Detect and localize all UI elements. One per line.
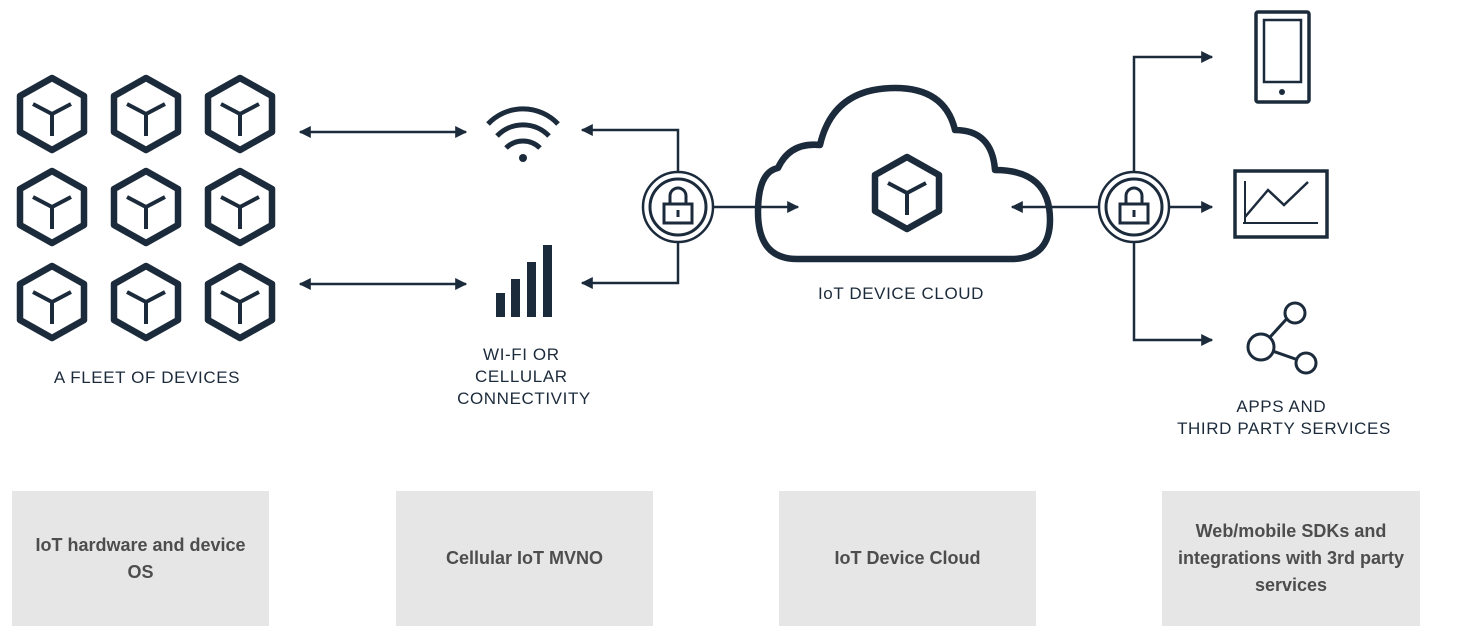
category-box-label: IoT hardware and device OS <box>35 534 246 582</box>
cube-icon <box>114 78 178 150</box>
apps-label: APPS AND THIRD PARTY SERVICES <box>1177 397 1391 438</box>
cube-icon <box>20 266 84 338</box>
cube-icon <box>208 266 272 338</box>
cube-icon <box>208 78 272 150</box>
arrow-to-cellular <box>580 242 680 289</box>
category-box-label: Cellular IoT MVNO <box>445 548 604 568</box>
category-box-mvno: Cellular IoT MVNO <box>396 491 653 626</box>
cube-icon <box>875 157 939 229</box>
cloud-label: IoT DEVICE CLOUD <box>818 284 984 303</box>
category-box-label: IoT Device Cloud <box>834 548 981 568</box>
lock-icon <box>1097 170 1171 244</box>
category-box-cloud: IoT Device Cloud <box>779 491 1036 626</box>
arrow-to-services <box>1132 242 1214 346</box>
device-fleet <box>20 78 272 338</box>
share-icon <box>1246 301 1318 375</box>
chart-icon <box>1233 169 1329 239</box>
wifi-icon <box>486 106 560 162</box>
phone-icon <box>1254 10 1311 104</box>
cloud-icon <box>754 84 1054 263</box>
category-box-label: Web/mobile SDKs and integrations with 3r… <box>1177 521 1405 595</box>
arrow-to-phone <box>1132 51 1214 172</box>
connectivity-label: WI-FI OR CELLULAR CONNECTIVITY <box>457 345 591 408</box>
category-box-hardware: IoT hardware and device OS <box>12 491 269 626</box>
cube-icon <box>114 171 178 243</box>
category-box-sdks: Web/mobile SDKs and integrations with 3r… <box>1162 491 1420 626</box>
arrow-to-wifi <box>580 124 680 172</box>
cellular-signal-icon <box>496 245 552 317</box>
fleet-label: A FLEET OF DEVICES <box>54 368 240 387</box>
lock-icon <box>641 170 715 244</box>
cube-icon <box>208 171 272 243</box>
architecture-diagram: A FLEET OF DEVICES WI-FI OR CELLULAR CON… <box>0 10 1391 438</box>
cube-icon <box>20 78 84 150</box>
cube-icon <box>20 171 84 243</box>
cube-icon <box>114 266 178 338</box>
